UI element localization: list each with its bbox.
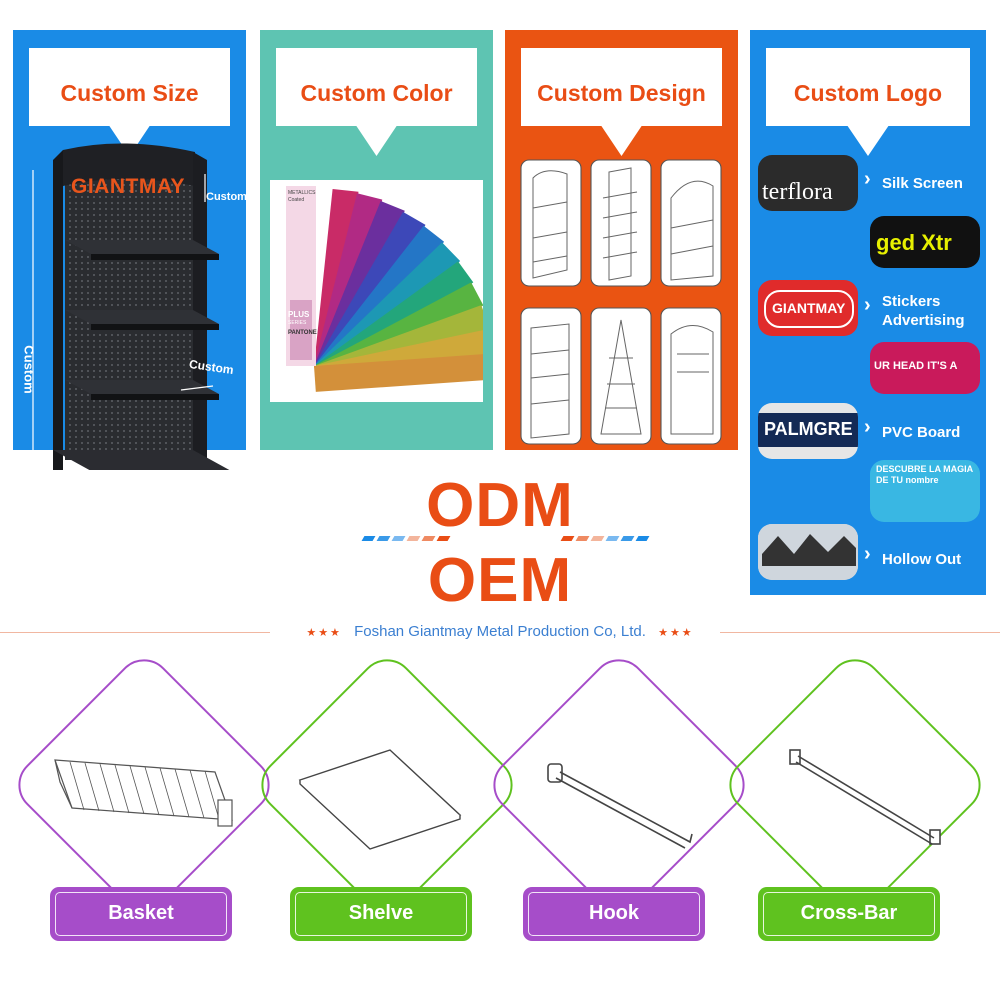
stars-left: ★★★: [306, 627, 342, 639]
part-button-frame: [295, 892, 467, 936]
logo-sample-sticker: GIANTMAY: [758, 280, 858, 336]
logo-label-pvc-board: PVC Board: [882, 424, 961, 441]
company-name: Foshan Giantmay Metal Production Co, Ltd…: [354, 623, 646, 640]
part-button-hook[interactable]: Hook: [523, 887, 705, 941]
swatch-label-plus: PLUS: [288, 310, 310, 319]
panel-title: Custom Color: [300, 80, 453, 106]
pantone-fan-illustration: [286, 186, 483, 392]
logo-sample-text: ged Xtr: [876, 230, 952, 255]
hook-illustration: [547, 763, 693, 849]
parts-illustrations: [54, 749, 941, 850]
logo-label-silk-screen: Silk Screen: [882, 175, 963, 192]
part-button-basket[interactable]: Basket: [50, 887, 232, 941]
part-button-label: Hook: [589, 902, 639, 924]
banner-custom-color: Custom Color: [276, 48, 477, 156]
panel-title: Custom Design: [537, 80, 706, 106]
logo-label-hollow-out: Hollow Out: [882, 551, 962, 568]
swatch-brand: PANTONE: [288, 330, 317, 336]
part-button-frame: [763, 892, 935, 936]
banner-custom-size: Custom Size: [29, 48, 230, 156]
basket-illustration: [54, 759, 233, 827]
swatch-label-metallics: METALLICS: [288, 190, 316, 196]
sticker-outline: [764, 290, 854, 328]
divider-right: [720, 632, 1000, 633]
dimension-label-top: Custom: [206, 191, 247, 203]
logo-sample-text: terflora: [762, 179, 833, 205]
part-button-shelve[interactable]: Shelve: [290, 887, 472, 941]
company-line: ★★★ Foshan Giantmay Metal Production Co,…: [0, 623, 1000, 640]
logo-label-line: Stickers: [882, 293, 941, 310]
panel-custom-logo: Custom Logo terflora › Silk Screen ged X…: [750, 30, 986, 595]
display-rack-illustration: [32, 143, 230, 470]
logo-label-line: Advertising: [882, 312, 965, 329]
logo-sample-billboard: DESCUBRE LA MAGIA DE TU nombre: [870, 460, 980, 522]
part-button-cross-bar[interactable]: Cross-Bar: [758, 887, 940, 941]
logo-sample-pvc-board: PALMGRE: [758, 403, 858, 459]
logo-sample-hollow-out: [758, 524, 858, 580]
logo-label-stickers: Stickers Advertising: [882, 292, 965, 330]
color-swatch-card: METALLICS Coated PLUS SERIES PANTONE: [270, 180, 483, 402]
part-button-label: Basket: [108, 902, 174, 924]
part-button-frame: [528, 892, 700, 936]
pvc-board-strip: [758, 413, 858, 447]
chevron-right-icon: ›: [864, 294, 871, 316]
part-button-frame: [55, 892, 227, 936]
logo-sample-text: PALMGRE: [764, 419, 853, 439]
oem-heading: OEM: [427, 546, 573, 615]
logo-sample-print: ged Xtr: [870, 216, 980, 268]
part-button-label: Cross-Bar: [800, 902, 898, 924]
stars-right: ★★★: [658, 627, 694, 639]
dimension-label-height: Custom: [21, 345, 37, 394]
panel-title: Custom Size: [60, 80, 199, 106]
swatch-label-series: SERIES: [288, 320, 307, 326]
hollow-out-illustration: [758, 524, 858, 580]
panel-custom-size: Custom Size GIANTMAY Custom Custom Custo…: [13, 30, 247, 556]
banner-custom-design: Custom Design: [521, 48, 722, 156]
part-button-label: Shelve: [348, 902, 414, 924]
shelve-illustration: [298, 749, 462, 850]
chevron-right-icon: ›: [864, 168, 871, 190]
cross-bar-illustration: [789, 749, 941, 845]
logo-sample-text: GIANTMAY: [772, 300, 846, 316]
rack-sign: GIANTMAY: [71, 175, 186, 198]
chevron-right-icon: ›: [864, 416, 871, 438]
panel-title: Custom Logo: [793, 80, 943, 106]
swatch-label-coated: Coated: [288, 197, 305, 203]
logo-sample-text: UR HEAD IT'S A: [874, 360, 958, 372]
chevron-right-icon: ›: [864, 543, 871, 565]
panel-custom-design: Custom Design: [505, 30, 738, 450]
logo-sample-silk-screen: terflora: [758, 155, 858, 211]
banner-custom-logo: Custom Logo: [766, 48, 970, 156]
rack-design-grid: [520, 159, 722, 445]
odm-heading: ODM: [426, 471, 574, 540]
divider-left: [0, 632, 270, 633]
logo-sample-text: DESCUBRE LA MAGIA DE TU nombre: [876, 464, 973, 485]
panel-custom-color: Custom Color METALLICS Coated PLUS: [260, 30, 493, 450]
logo-sample-fabric: UR HEAD IT'S A: [870, 342, 980, 394]
